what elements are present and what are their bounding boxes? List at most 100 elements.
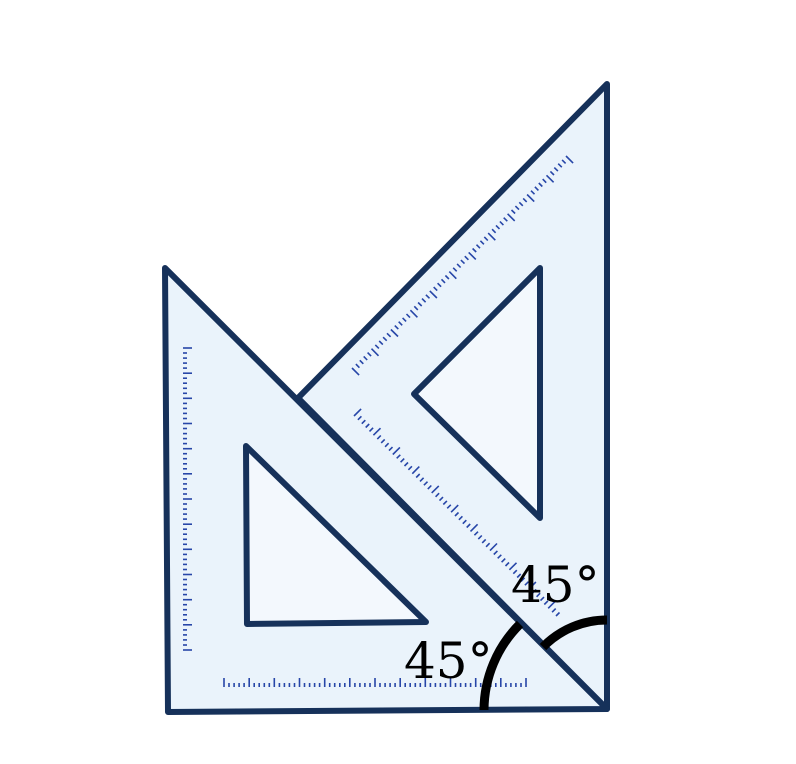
ruler-tick — [487, 232, 496, 241]
ruler-tick — [452, 267, 458, 272]
left-horizontal-ruler-ticks — [223, 678, 527, 687]
ruler-tick — [446, 504, 452, 509]
right-angle-arc — [539, 615, 608, 651]
ruler-tick — [448, 271, 457, 280]
ruler-tick — [438, 496, 444, 502]
ruler-tick — [396, 454, 401, 459]
ruler-tick — [363, 355, 368, 361]
ruler-tick — [425, 294, 431, 299]
ruler-tick — [415, 473, 421, 479]
ruler-tick — [543, 600, 549, 606]
ruler-tick — [551, 608, 557, 613]
ruler-tick — [394, 325, 399, 330]
ruler-tick — [520, 577, 526, 582]
ruler-tick — [380, 438, 386, 444]
ruler-tick — [450, 504, 459, 513]
ruler-tick — [534, 186, 539, 191]
ruler-tick — [433, 286, 438, 292]
left-set-square-cutout — [243, 443, 429, 627]
ruler-tick — [526, 193, 535, 203]
ruler-tick — [407, 465, 413, 471]
left-vertical-ruler-ticks — [183, 347, 192, 651]
ruler-tick — [355, 363, 360, 369]
ruler-tick — [557, 163, 563, 168]
ruler-tick — [357, 415, 362, 421]
ruler-tick — [469, 523, 479, 532]
ruler-tick — [388, 446, 394, 452]
ruler-tick — [479, 240, 485, 245]
ruler-tick — [382, 336, 388, 342]
ruler-tick — [374, 344, 380, 349]
ruler-tick — [429, 290, 438, 299]
ruler-tick — [386, 332, 392, 338]
ruler-tick — [507, 213, 516, 222]
ruler-tick — [400, 458, 405, 463]
ruler-tick — [462, 519, 467, 525]
ruler-tick — [514, 205, 520, 211]
ruler-tick — [501, 558, 506, 563]
ruler-tick — [539, 596, 545, 602]
ruler-tick — [454, 511, 460, 517]
ruler-tick — [402, 317, 407, 322]
ruler-tick — [477, 534, 483, 540]
ruler-tick — [542, 178, 547, 184]
ruler-tick — [561, 159, 567, 164]
ruler-tick — [483, 236, 489, 242]
ruler-tick — [518, 201, 524, 207]
ruler-tick — [489, 542, 498, 552]
ruler-tick — [413, 305, 419, 311]
ruler-tick — [409, 309, 418, 318]
ruler-tick — [372, 427, 382, 436]
ruler-tick — [473, 531, 479, 536]
ruler-tick — [536, 592, 541, 598]
right-set-square-cutout — [411, 265, 543, 521]
ruler-tick — [512, 569, 518, 575]
left-angle-label: 45° — [404, 632, 493, 690]
ruler-tick — [532, 588, 537, 594]
ruler-tick — [442, 500, 448, 506]
ruler-tick — [398, 321, 403, 326]
ruler-tick — [510, 209, 516, 215]
ruler-tick — [365, 423, 370, 429]
ruler-tick — [378, 340, 384, 346]
ruler-tick — [411, 466, 420, 475]
right-inner-ruler-ticks — [353, 408, 561, 617]
ruler-tick — [549, 170, 555, 176]
ruler-tick — [368, 427, 374, 432]
ruler-tick — [440, 278, 446, 284]
ruler-tick — [475, 244, 481, 249]
ruler-tick — [437, 282, 442, 288]
right-hypotenuse-ruler-ticks — [351, 155, 574, 376]
left-angle-arc — [479, 620, 524, 711]
ruler-tick — [530, 190, 536, 195]
ruler-tick — [367, 352, 372, 357]
ruler-tick — [405, 313, 411, 319]
ruler-tick — [508, 562, 518, 571]
ruler-tick — [555, 611, 561, 617]
ruler-tick — [464, 255, 469, 261]
ruler-tick — [491, 228, 497, 234]
ruler-tick — [431, 485, 440, 494]
ruler-tick — [458, 515, 463, 521]
ruler-tick — [524, 581, 530, 586]
ruler-tick — [493, 550, 498, 556]
ruler-tick — [353, 408, 362, 417]
ruler-tick — [485, 542, 491, 548]
ruler-tick — [547, 600, 556, 609]
ruler-tick — [376, 434, 382, 440]
ruler-tick — [419, 477, 425, 482]
ruler-tick — [528, 581, 537, 590]
ruler-tick — [538, 182, 543, 188]
ruler-tick — [390, 328, 399, 338]
ruler-tick — [427, 484, 432, 490]
ruler-tick — [351, 367, 360, 376]
ruler-tick — [499, 220, 504, 226]
ruler-tick — [359, 359, 364, 365]
ruler-tick — [497, 554, 502, 559]
ruler-tick — [468, 251, 477, 260]
ruler-tick — [417, 301, 423, 307]
ruler-tick — [361, 419, 366, 425]
ruler-tick — [392, 446, 401, 456]
ruler-tick — [444, 274, 450, 280]
